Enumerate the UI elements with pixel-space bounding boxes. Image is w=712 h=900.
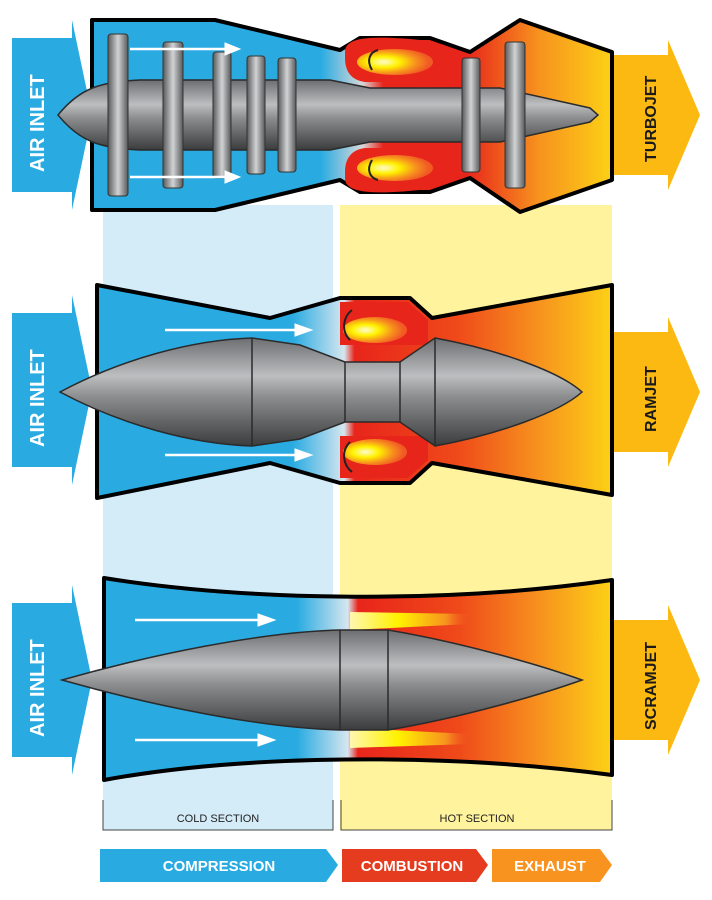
engine-name-turbojet: TURBOJET bbox=[643, 76, 660, 162]
section-labels: COLD SECTION HOT SECTION bbox=[102, 800, 613, 831]
scramjet-name-arrow: SCRAMJET bbox=[614, 605, 700, 755]
scramjet-flame-bottom bbox=[350, 728, 470, 748]
scramjet-engine: AIR INLET SCRAMJET bbox=[12, 576, 700, 782]
turbojet-airflow-arrows bbox=[130, 42, 242, 184]
ramjet-centerbody bbox=[58, 337, 584, 447]
engine-name-ramjet: RAMJET bbox=[643, 366, 660, 432]
scramjet-flame-top bbox=[350, 612, 470, 630]
air-inlet-label-1: AIR INLET bbox=[27, 74, 49, 172]
ramjet-engine: AIR INLET RAMJET bbox=[12, 283, 700, 500]
air-inlet-arrow-3: AIR INLET bbox=[12, 585, 92, 775]
compression-arrow: COMPRESSION bbox=[100, 849, 338, 882]
turbojet-flame-top bbox=[357, 49, 433, 75]
turbojet-flame-bottom bbox=[357, 155, 433, 181]
air-inlet-label-2: AIR INLET bbox=[27, 349, 49, 447]
combustion-label: COMBUSTION bbox=[361, 858, 464, 875]
combustion-arrow: COMBUSTION bbox=[342, 849, 488, 882]
air-inlet-label-3: AIR INLET bbox=[27, 639, 49, 737]
exhaust-label: EXHAUST bbox=[514, 858, 586, 875]
turbojet-compressor bbox=[107, 33, 297, 197]
scramjet-centerbody bbox=[59, 629, 585, 731]
turbojet-turbine bbox=[461, 41, 526, 189]
ramjet-airflow-arrows bbox=[165, 323, 314, 462]
turbojet-name-arrow: TURBOJET bbox=[614, 40, 700, 190]
ramjet-flame-bottom bbox=[343, 439, 407, 465]
air-inlet-arrow-1: AIR INLET bbox=[12, 20, 92, 210]
exhaust-arrow: EXHAUST bbox=[492, 849, 612, 882]
cold-section-label: COLD SECTION bbox=[177, 813, 260, 825]
hot-section-label: HOT SECTION bbox=[440, 813, 515, 825]
ramjet-flame-top bbox=[343, 317, 407, 343]
compression-label: COMPRESSION bbox=[163, 858, 276, 875]
phase-arrows: COMPRESSION COMBUSTION EXHAUST bbox=[100, 849, 612, 882]
air-inlet-arrow-2: AIR INLET bbox=[12, 295, 92, 485]
engine-name-scramjet: SCRAMJET bbox=[643, 642, 660, 730]
scramjet-airflow-arrows bbox=[135, 613, 277, 747]
ramjet-name-arrow: RAMJET bbox=[614, 317, 700, 467]
turbojet-engine: AIR INLET bbox=[12, 18, 700, 214]
